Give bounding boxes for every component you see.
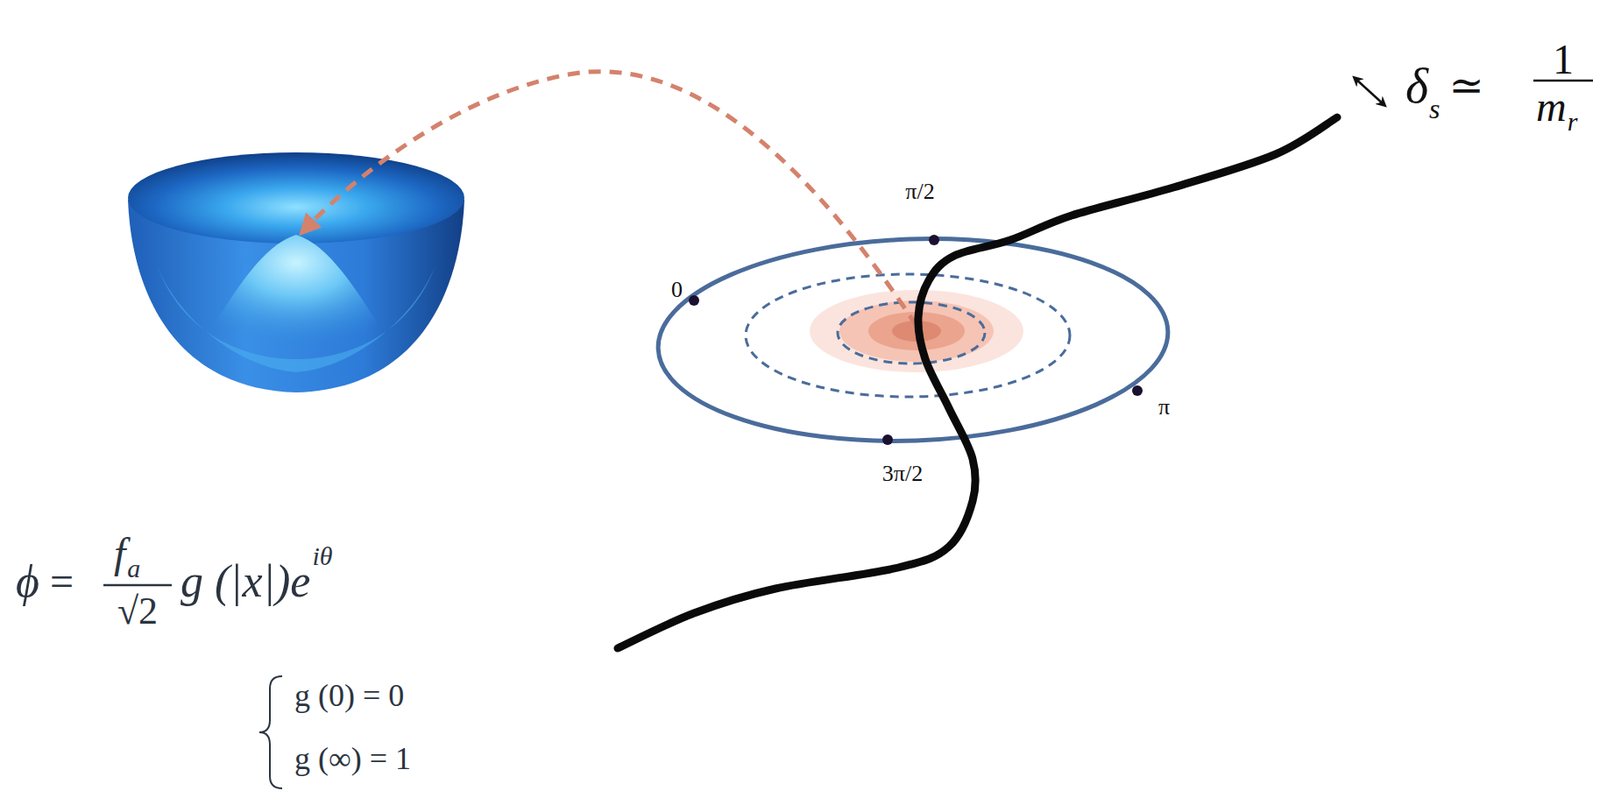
dashed-loop: [745, 274, 1070, 397]
phase-label: 3π/2: [882, 462, 923, 486]
superscript: iθ: [311, 543, 333, 570]
subscript: s: [1429, 94, 1440, 123]
phase-label: 0: [671, 278, 683, 302]
phase-label: π/2: [905, 180, 935, 204]
cases-brace: [259, 676, 283, 789]
denominator: m: [1536, 85, 1567, 128]
surface-rim: [127, 152, 465, 244]
cosmic-string: [617, 117, 1338, 649]
phase-dot: [688, 295, 700, 306]
surface-peak: [208, 234, 384, 347]
case-line: g (0) = 0: [294, 679, 404, 712]
numerator: 1: [1552, 38, 1574, 81]
phase-dot: [1132, 385, 1143, 397]
fraction-bar: [103, 584, 172, 588]
width-arrow: [1354, 77, 1385, 106]
phase-loop: [654, 230, 1172, 450]
symbol: =: [49, 560, 74, 603]
numerator: f: [113, 532, 126, 575]
potential-surface: [127, 152, 465, 393]
denominator: √2: [117, 592, 158, 631]
subscript: a: [127, 555, 141, 582]
symbol: ϕ: [15, 559, 40, 605]
dashed-loop: [837, 302, 985, 364]
phase-dot: [882, 434, 893, 446]
callout-arrow: [304, 71, 917, 326]
symbol: ≃: [1448, 64, 1484, 107]
case-line: g (∞) = 1: [294, 743, 411, 775]
formula: g (|x|)e: [180, 559, 311, 605]
phase-label: π: [1158, 396, 1170, 419]
subscript: r: [1567, 108, 1579, 135]
symbol: δ: [1405, 61, 1429, 111]
phase-dot: [928, 234, 940, 246]
